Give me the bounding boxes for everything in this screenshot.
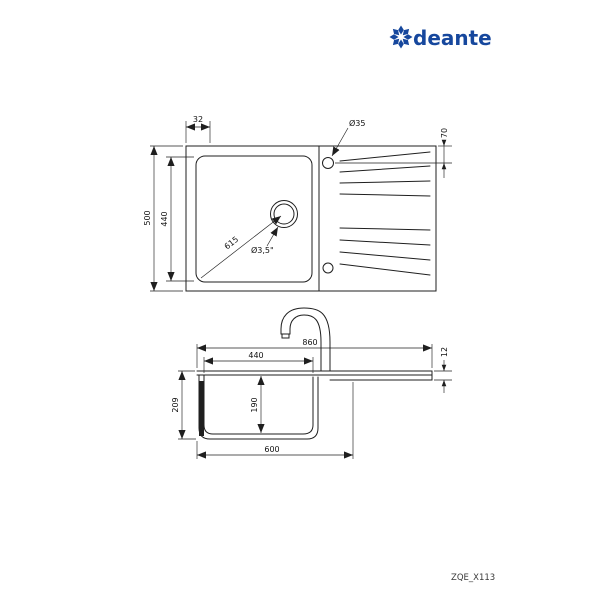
dim-tap-hole-offset: 70 [440,128,449,138]
dim-edge-height: 12 [440,347,449,357]
dim-tap-hole-dia: Ø35 [349,118,365,128]
dim-overall-width: 860 [302,338,317,347]
accessory-hole-circle [322,262,334,274]
top-view [185,145,437,292]
top-view-dimensions: 500 440 32 Ø35 70 615 Ø3,5" [143,115,452,292]
dim-bowl-width: 440 [248,351,263,360]
drain-inner-circle [273,203,295,225]
faucet [280,307,331,372]
side-view [196,307,433,440]
bowl-inner-wall [203,374,314,435]
deante-logo: deante [389,25,492,50]
dim-bowl-length: 440 [160,211,169,226]
deante-logo-text: deante [413,26,492,50]
dim-min-cabinet: 600 [264,445,279,454]
dim-overall-height: 209 [171,397,180,412]
dim-overall-depth: 500 [143,210,152,225]
dim-bowl-depth: 190 [250,397,259,412]
drain-outer-circle [270,200,298,228]
deante-logo-icon [389,25,413,49]
faucet-aerator [281,333,290,339]
dim-edge-offset: 32 [193,115,203,124]
tap-hole-circle [322,157,334,169]
dim-drain-dia: Ø3,5" [251,245,274,255]
sink-outline-top [185,145,437,292]
side-view-dimensions: 860 440 209 190 600 12 [171,338,452,459]
bowl-outline-top [195,155,313,283]
model-code: ZQE_X113 [451,573,495,583]
dim-drain-diagonal: 615 [223,235,241,252]
drainboard-grooves [339,151,431,276]
section-hatch [199,381,204,436]
